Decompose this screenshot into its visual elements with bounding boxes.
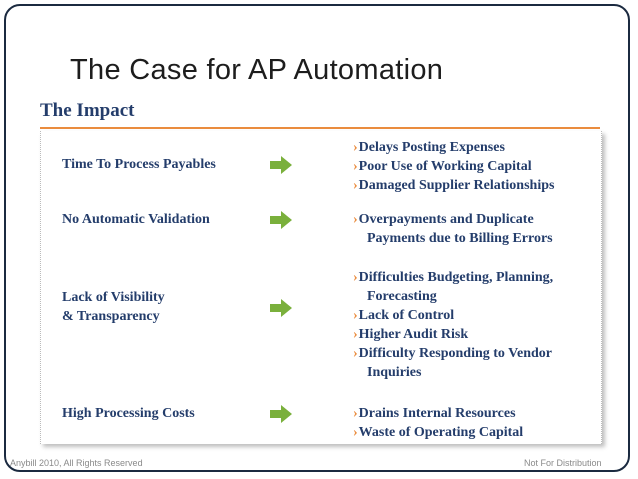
effect-item: ›Drains Internal Resources <box>353 406 516 421</box>
effect-item: ›Lack of Control <box>353 308 455 323</box>
cause-line: Lack of Visibility <box>62 290 165 305</box>
cause-lack-of-visibility: Lack of Visibility & Transparency <box>62 288 165 326</box>
cause-high-processing-costs: High Processing Costs <box>62 406 195 421</box>
effect-item: ›Waste of Operating Capital <box>353 425 524 440</box>
effect-item: ›Poor Use of Working Capital <box>353 159 532 174</box>
bullet-icon: › <box>353 140 358 155</box>
right-arrow-icon <box>270 156 292 174</box>
bullet-icon: › <box>353 425 358 440</box>
effect-item-continued: Forecasting <box>367 289 437 304</box>
bullet-icon: › <box>353 178 358 193</box>
right-arrow-icon <box>270 405 292 423</box>
impact-table: Time To Process Payables ›Delays Posting… <box>40 131 602 444</box>
bullet-icon: › <box>353 159 358 174</box>
footer-copyright: Anybill 2010, All Rights Reserved <box>10 458 143 468</box>
slide-subtitle: The Impact <box>40 100 135 121</box>
effects-row-1: ›Delays Posting Expenses ›Poor Use of Wo… <box>353 138 554 195</box>
cause-line: & Transparency <box>62 309 160 324</box>
cause-time-to-process: Time To Process Payables <box>62 157 216 172</box>
effects-row-2: ›Overpayments and Duplicate Payments due… <box>353 210 553 248</box>
effects-row-4: ›Drains Internal Resources ›Waste of Ope… <box>353 404 523 442</box>
effects-row-3: ›Difficulties Budgeting, Planning, Forec… <box>353 268 553 382</box>
bullet-icon: › <box>353 308 358 323</box>
cause-no-automatic-validation: No Automatic Validation <box>62 212 210 227</box>
effect-item: ›Overpayments and Duplicate <box>353 212 534 227</box>
bullet-icon: › <box>353 346 358 361</box>
bullet-icon: › <box>353 270 358 285</box>
right-arrow-icon <box>270 299 292 317</box>
effect-item: ›Damaged Supplier Relationships <box>353 178 555 193</box>
effect-item: ›Difficulty Responding to Vendor <box>353 346 552 361</box>
effect-item: ›Difficulties Budgeting, Planning, <box>353 270 554 285</box>
bullet-icon: › <box>353 406 358 421</box>
effect-item: ›Higher Audit Risk <box>353 327 469 342</box>
bullet-icon: › <box>353 327 358 342</box>
footer-distribution-note: Not For Distribution <box>524 458 602 468</box>
effect-item: ›Delays Posting Expenses <box>353 140 505 155</box>
effect-item-continued: Inquiries <box>367 365 422 380</box>
subtitle-underline <box>40 127 600 129</box>
bullet-icon: › <box>353 212 358 227</box>
right-arrow-icon <box>270 211 292 229</box>
slide-title: The Case for AP Automation <box>70 54 444 86</box>
effect-item-continued: Payments due to Billing Errors <box>367 231 553 246</box>
